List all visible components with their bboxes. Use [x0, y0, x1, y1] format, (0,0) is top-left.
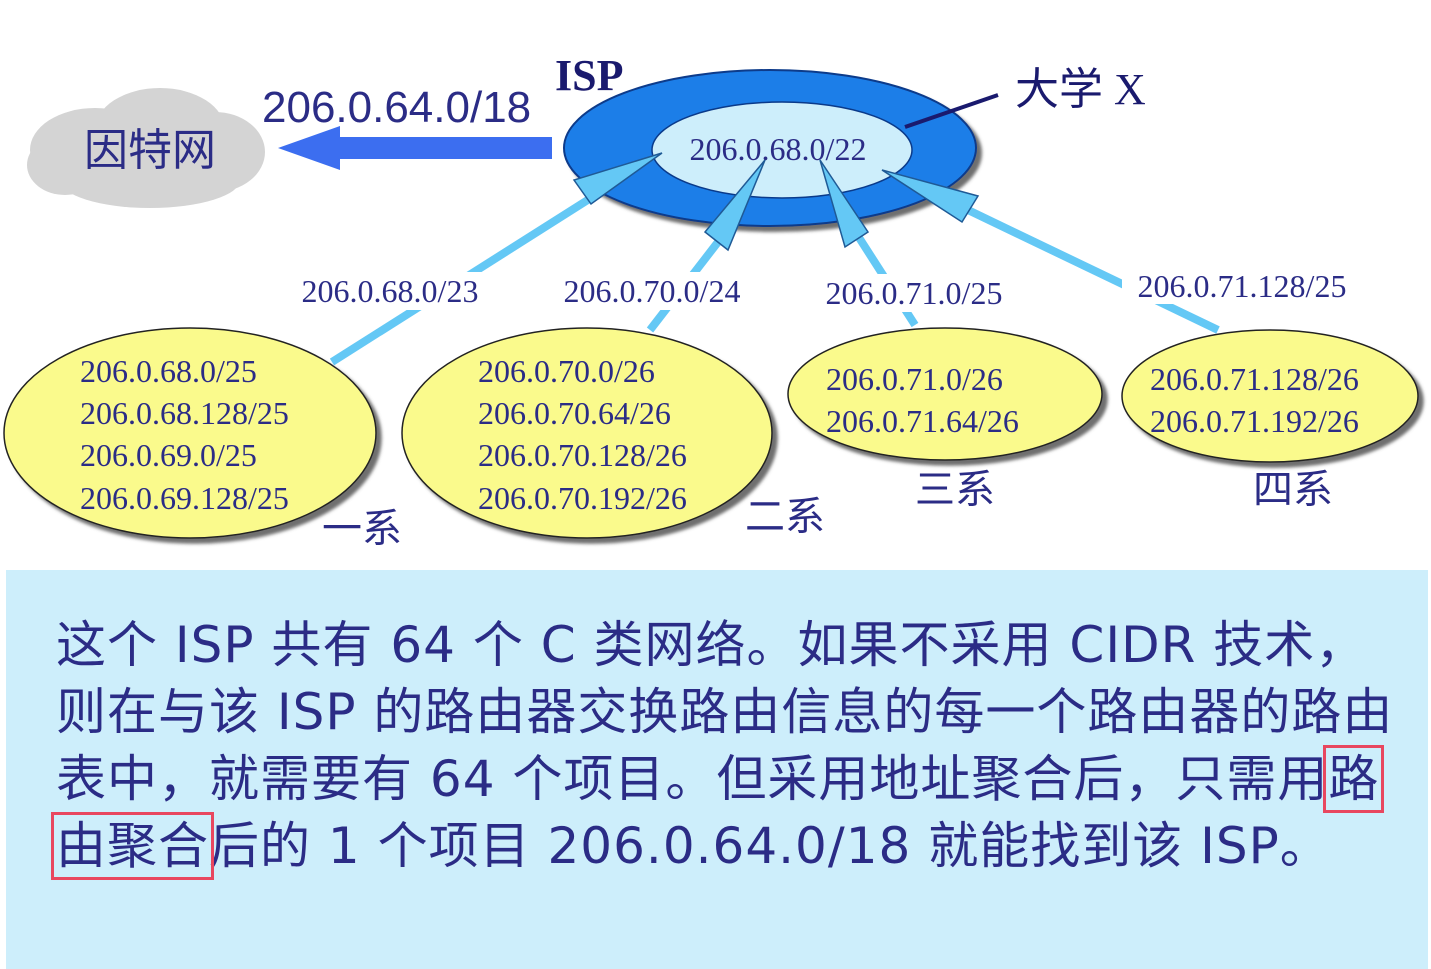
dept4-subnet: 206.0.71.192/26 — [1150, 403, 1359, 439]
dept4-ellipse — [1121, 329, 1419, 463]
dept3-arrowhead — [819, 159, 870, 249]
dept2-ellipse — [401, 327, 773, 539]
subnet-lists: 206.0.68.0/25 206.0.68.128/25 206.0.69.0… — [80, 353, 1359, 516]
dept1-subnet: 206.0.68.0/25 — [80, 353, 257, 389]
explanation-text: 这个 ISP 共有 64 个 C 类网络。如果不采用 CIDR 技术，则在与该 … — [50, 612, 1396, 880]
university-ellipse — [651, 101, 913, 199]
dept1-arrowhead — [572, 152, 663, 206]
explanation-after: 后的 1 个项目 206.0.64.0/18 就能找到该 ISP。 — [209, 817, 1331, 875]
dept4-route-label: 206.0.71.128/25 — [1138, 268, 1347, 304]
dept1-subnet: 206.0.69.128/25 — [80, 480, 289, 516]
dept4-arrow — [966, 206, 1220, 334]
dept3-subnet: 206.0.71.64/26 — [826, 403, 1019, 439]
dept3-subnet: 206.0.71.0/26 — [826, 361, 1003, 397]
university-prefix-label: 206.0.68.0/22 — [690, 131, 867, 167]
dept2-subnet: 206.0.70.128/26 — [478, 437, 687, 473]
network-diagram: 因特网 206.0.64.0/18 206.0.68.0/22 ISP 大学 X… — [3, 51, 1419, 551]
route-aggregation-highlight: 路由聚合 — [50, 745, 1385, 880]
dept2-route-label: 206.0.70.0/24 — [564, 273, 741, 309]
dept1-ellipse — [3, 327, 377, 539]
dept2-arrowhead — [703, 159, 766, 252]
route-labels: 206.0.68.0/23 206.0.70.0/24 206.0.71.0/2… — [286, 266, 1362, 312]
dept2-name: 二系 — [745, 495, 825, 539]
department-names: 一系 二系 三系 四系 — [322, 468, 1333, 551]
dept2-subnet: 206.0.70.0/26 — [478, 353, 655, 389]
explanation-before: 这个 ISP 共有 64 个 C 类网络。如果不采用 CIDR 技术，则在与该 … — [56, 616, 1394, 808]
aggregate-prefix-label: 206.0.64.0/18 — [262, 83, 531, 132]
dept1-route-label: 206.0.68.0/23 — [302, 273, 479, 309]
dept4-name: 四系 — [1253, 468, 1333, 512]
dept4-arrowhead — [881, 169, 980, 224]
isp-label: ISP — [555, 51, 623, 100]
university-pointer-line — [904, 93, 999, 129]
university-label: 大学 X — [1015, 65, 1146, 114]
dept3-route-label: 206.0.71.0/25 — [826, 275, 1003, 311]
dept3-name: 三系 — [915, 468, 995, 512]
aggregate-arrow — [278, 126, 552, 170]
internet-cloud: 因特网 — [27, 88, 265, 208]
dept3-ellipse — [787, 327, 1103, 461]
dept1-name: 一系 — [322, 507, 402, 551]
dept2-subnet: 206.0.70.192/26 — [478, 480, 687, 516]
dept4-subnet: 206.0.71.128/26 — [1150, 361, 1359, 397]
internet-label: 因特网 — [84, 126, 216, 175]
dept2-subnet: 206.0.70.64/26 — [478, 395, 671, 431]
explanation-panel — [6, 570, 1428, 969]
dept1-subnet: 206.0.69.0/25 — [80, 437, 257, 473]
dept1-subnet: 206.0.68.128/25 — [80, 395, 289, 431]
